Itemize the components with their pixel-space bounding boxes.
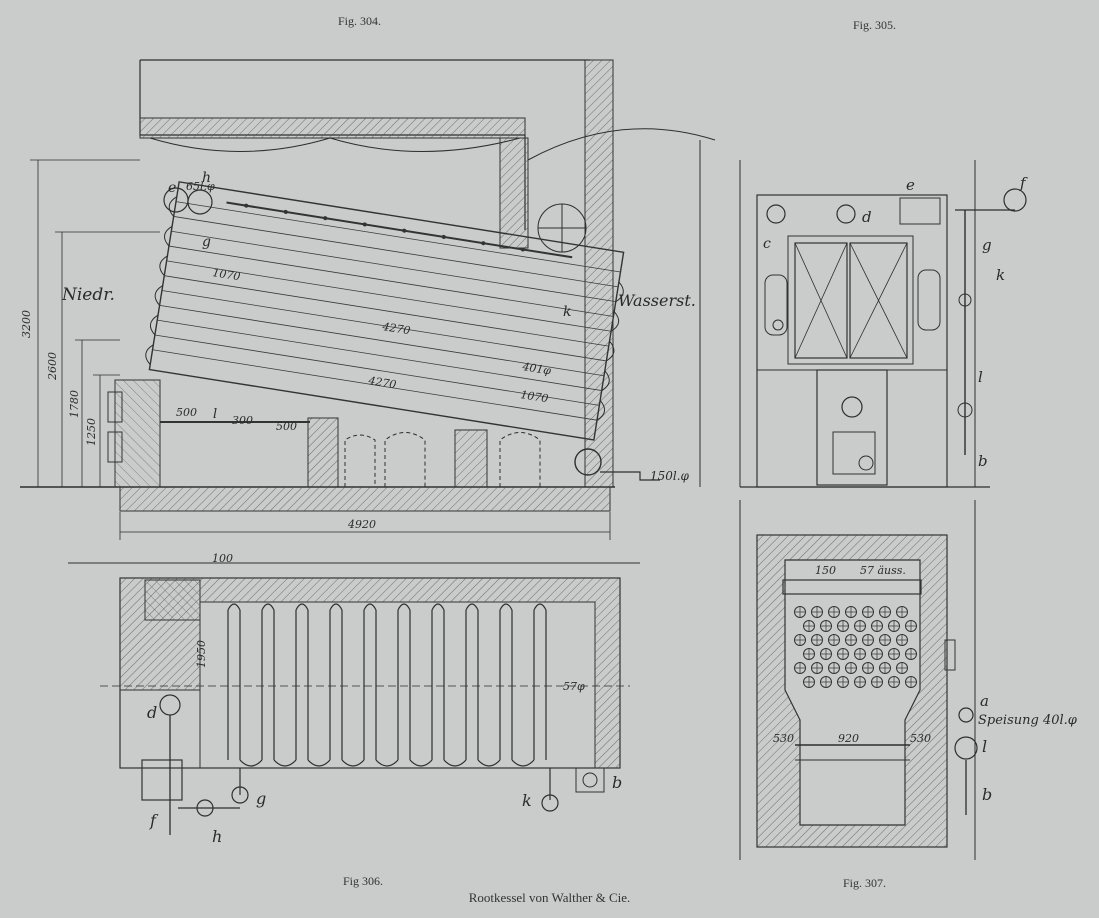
letter-h-304: h	[202, 170, 211, 186]
letter-b-305: b	[978, 452, 988, 470]
letter-f-306: f	[149, 811, 159, 830]
letter-c-305: c	[763, 236, 771, 252]
letter-b-306: b	[612, 773, 622, 792]
letter-b-307: b	[982, 785, 992, 804]
dim-530-b: 530	[910, 732, 931, 745]
label-speisung: Speisung 40l.φ	[978, 713, 1078, 728]
dim-100: 100	[212, 552, 233, 565]
fig-304-drawing	[20, 59, 716, 540]
letter-g-304: g	[202, 234, 211, 250]
letter-l-307: l	[982, 737, 987, 756]
figure-caption: Rootkessel von Walther & Cie.	[468, 890, 631, 905]
letter-d-305: d	[862, 208, 872, 226]
fig-307-label: Fig. 307.	[843, 876, 887, 890]
fig-307-feed-pipe	[944, 639, 978, 815]
fig-305-label: Fig. 305.	[853, 18, 897, 32]
label-pipe-65: 65l.φ	[186, 180, 215, 193]
dim-4920: 4920	[347, 518, 376, 531]
fig-307-drawing	[739, 500, 976, 860]
dim-1950: 1950	[195, 640, 208, 668]
dim-1250: 1250	[85, 418, 98, 446]
letter-g-305: g	[982, 236, 992, 254]
fig-307-tube-grid	[794, 606, 917, 688]
dim-4270-lower: 4270	[367, 374, 398, 391]
label-niedr: Niedr.	[61, 285, 115, 305]
dim-300: 300	[232, 414, 253, 427]
fig-304-label: Fig. 304.	[338, 14, 382, 28]
letter-e-304: e	[168, 180, 176, 196]
dim-500-a: 500	[176, 406, 197, 419]
letter-a-307: a	[980, 692, 989, 710]
dim-530-a: 530	[773, 732, 794, 745]
letter-l-305: l	[978, 368, 983, 386]
letter-l-304: l	[213, 407, 217, 422]
fig-306-drawing	[68, 562, 640, 835]
letter-h-306: h	[212, 827, 222, 846]
letter-k-305: k	[996, 266, 1005, 284]
letter-e-305: e	[906, 176, 915, 194]
letter-k-306: k	[522, 791, 532, 810]
fig-305-drawing	[739, 160, 1027, 488]
letter-k-304: k	[563, 304, 571, 320]
dim-150: 150	[815, 564, 836, 577]
letter-f-305: f	[1019, 174, 1028, 192]
dim-401: 401φ	[521, 360, 553, 378]
label-pipe-150: 150l.φ	[650, 469, 690, 483]
label-wasserst: Wasserst.	[618, 291, 696, 310]
letter-d-306: d	[147, 703, 157, 722]
letter-g-306: g	[256, 789, 266, 808]
dim-4270-mid: 4270	[381, 320, 412, 337]
dim-500-b: 500	[276, 420, 297, 433]
fig-306-label: Fig 306.	[343, 874, 384, 888]
dim-1070-right: 1070	[520, 388, 550, 405]
dim-57-auss: 57 äuss.	[860, 564, 906, 577]
dim-3200: 3200	[20, 310, 33, 338]
dim-1780: 1780	[68, 390, 81, 418]
dim-57: 57φ	[563, 680, 585, 693]
dim-2600: 2600	[46, 352, 59, 381]
dim-1070-upper: 1070	[212, 266, 242, 283]
dim-920: 920	[838, 732, 859, 745]
